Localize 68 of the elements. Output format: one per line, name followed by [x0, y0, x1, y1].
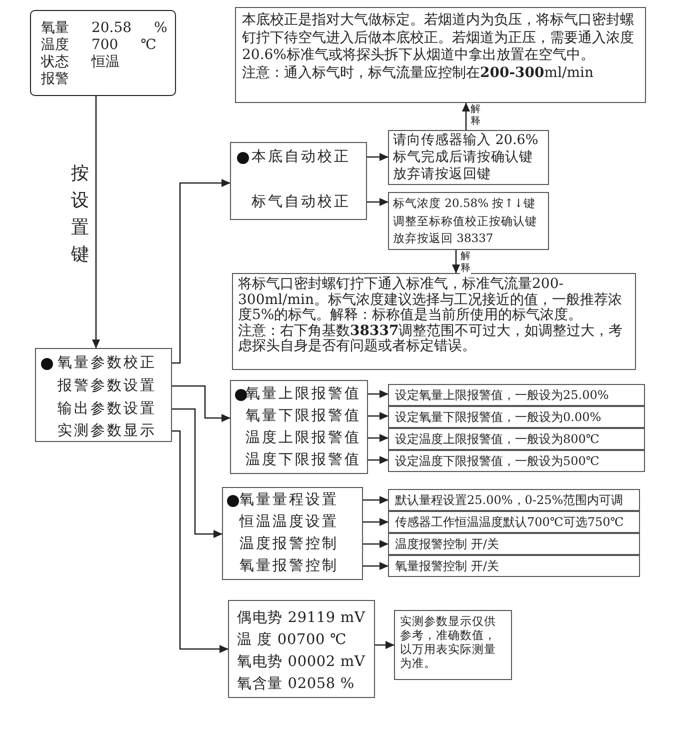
arrow	[368, 456, 388, 464]
menu-box	[230, 380, 368, 474]
menu-box	[35, 348, 172, 442]
menu-box	[222, 487, 363, 580]
menu-item: 温度报警控制	[240, 534, 363, 553]
note-box	[394, 610, 512, 680]
description-box: 设定温度下限报警值，一般设为500℃	[388, 450, 645, 472]
menu-item: 氧量上限报警值	[246, 384, 368, 403]
description-box: 氧量报警控制 开/关	[388, 555, 640, 577]
arrow	[363, 562, 388, 570]
description-box: 传感器工作恒温温度默认700℃可选750℃	[388, 511, 640, 533]
arrow	[92, 96, 100, 348]
display-line: 温度 700 ℃	[41, 37, 158, 54]
menu-item: 氧量报警控制	[240, 556, 363, 575]
menu-item: 报警参数设置	[58, 376, 172, 395]
readout-line: 温 度 00700 ℃	[237, 630, 348, 650]
menu-item: 氧量量程设置	[240, 490, 363, 509]
menu-item: 输出参数设置	[58, 400, 172, 418]
arrow	[367, 153, 388, 161]
arrow	[363, 518, 388, 526]
menu-item: 温度上限报警值	[246, 428, 368, 447]
message-box	[388, 130, 549, 185]
note-text: 将标气口密封螺钉拧下通入标准气，标准气流量200-300ml/min。标气浓度建议选择与工况接近的值，一般推荐浓度5%的标气。解释：标称值是当前所使用的标气浓度。	[238, 277, 623, 323]
note-box	[232, 273, 636, 370]
description-box: 温度报警控制 开/关	[388, 533, 640, 555]
arrow	[368, 434, 388, 442]
arrow	[172, 179, 230, 364]
arrow	[172, 430, 228, 653]
arrow	[172, 385, 230, 422]
arrow	[452, 250, 460, 274]
readout-line: 偶电势 29119 mV	[237, 609, 366, 628]
menu-item: 本底自动校正	[252, 148, 367, 166]
message-text: 标气浓度 20.58% 按↑↓键调整至标称值校正按确认键放弃按返回 38337	[393, 195, 538, 247]
menu-item: 温度下限报警值	[246, 450, 368, 469]
message-box	[388, 192, 549, 250]
arrow	[368, 412, 388, 420]
readout-line: 氧含量 02058 %	[237, 675, 356, 694]
readout-box	[228, 600, 375, 698]
note-text: 注意：通入标气时，标气流量应控制在200-300ml/min	[242, 64, 595, 82]
display-line: 状态 恒温	[41, 54, 120, 71]
arrow	[363, 496, 388, 504]
menu-item: 恒温温度设置	[240, 512, 363, 531]
note-text: 注意：右下角基数38337调整范围不可过大，如调整过大，考虑探头自身是否有问题或者标定错误。	[238, 324, 624, 354]
menu-item: 标气自动校正	[252, 192, 367, 211]
menu-item: 氧量参数校正	[58, 354, 172, 372]
arrow	[367, 198, 388, 206]
message-text: 请向传感器输入 20.6%标气完成后请按确认键放弃请按返回键	[393, 132, 540, 183]
readout-line: 氧电势 00002 mV	[237, 653, 366, 672]
arrow	[375, 641, 394, 649]
arrow	[172, 408, 222, 538]
note-box	[235, 7, 646, 103]
description-box: 设定氧量上限报警值，一般设为25.00%	[388, 384, 645, 406]
edge-label: 解释	[470, 104, 481, 128]
arrow	[363, 540, 388, 548]
note-text: 本底校正是指对大气做标定。若烟道内为负压，将标气口密封螺钉拧下待空气进入后做本底校正。若烟道为正压，需要通入浓度20.6%标准气或将探头拆下从烟道中拿出放置在空气中。	[242, 12, 635, 64]
menu-item: 氧量下限报警值	[246, 406, 368, 425]
arrow	[462, 102, 470, 130]
display-panel	[30, 10, 176, 96]
display-line: 报警	[41, 71, 70, 88]
menu-item: 实测参数显示	[58, 422, 172, 440]
description-box: 默认量程设置25.00%，0-25%范围内可调	[388, 489, 640, 511]
menu-box	[230, 142, 367, 220]
display-line: 氧量 20.58 %	[41, 20, 165, 37]
edge-label: 解释	[460, 251, 471, 275]
note-text: 实测参数显示仅供参考，准确数值，以万用表实际测量为准。	[400, 614, 497, 670]
arrow	[368, 390, 388, 398]
description-box: 设定氧量下限报警值，一般设为0.00%	[388, 406, 645, 428]
description-box: 设定温度上限报警值，一般设为800℃	[388, 428, 645, 450]
